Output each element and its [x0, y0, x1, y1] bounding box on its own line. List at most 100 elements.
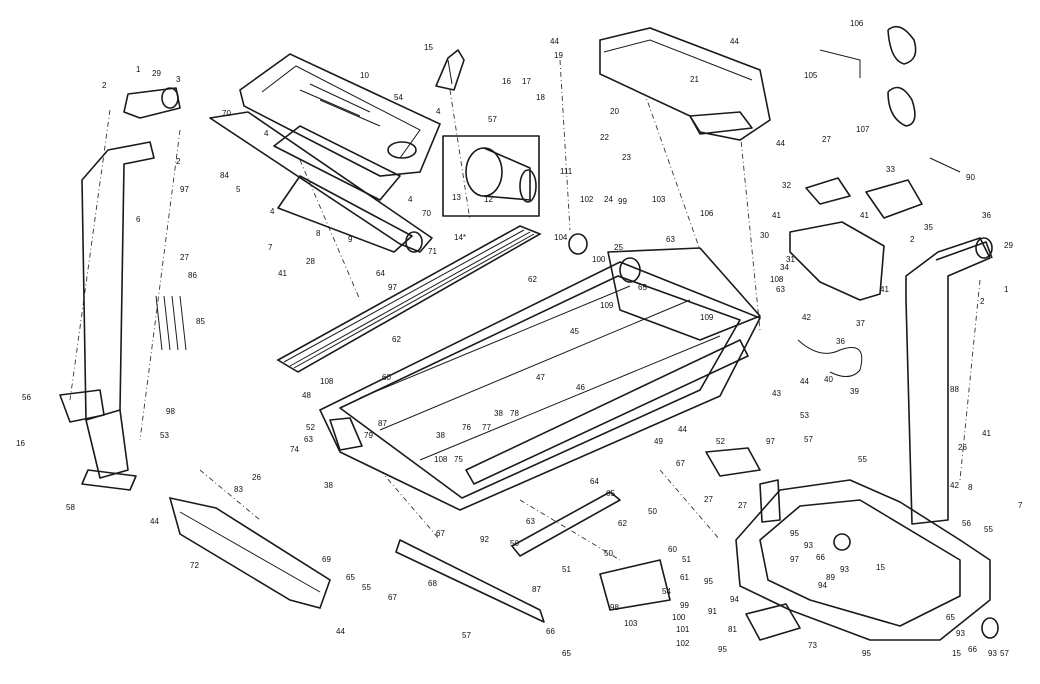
part-callout: 4	[264, 129, 269, 138]
part-callout: 54	[394, 93, 403, 102]
front-roller-box	[442, 135, 540, 217]
part-callout: 62	[618, 519, 627, 528]
part-callout: 27	[822, 135, 831, 144]
cords	[819, 25, 961, 173]
part-callout: 111	[560, 167, 573, 176]
electronics	[805, 177, 923, 219]
part-callout: 12	[484, 195, 493, 204]
console	[239, 53, 442, 177]
part-callout: 84	[220, 171, 229, 180]
left-handle-end	[123, 87, 181, 119]
controller-bracket	[789, 221, 885, 301]
part-callout: 49	[654, 437, 663, 446]
left-upright	[59, 141, 155, 491]
part-callout: 93	[804, 541, 813, 550]
part-callout: 15	[424, 43, 433, 52]
part-callout: 66	[968, 645, 977, 654]
part-callout: 58	[66, 503, 75, 512]
part-callout: 38	[494, 409, 503, 418]
part-callout: 71	[428, 247, 437, 256]
treadmill-deck	[318, 261, 762, 511]
part-callout: 109	[600, 301, 614, 310]
part-callout: 93	[840, 565, 849, 574]
part-callout: 55	[858, 455, 867, 464]
part-callout: 87	[532, 585, 541, 594]
part-callout: 74	[290, 445, 299, 454]
part-callout: 99	[680, 601, 689, 610]
console-base	[209, 111, 433, 253]
part-callout: 19	[554, 51, 563, 60]
part-callout: 52	[306, 423, 315, 432]
part-callout: 57	[462, 631, 471, 640]
part-callout: 62	[392, 335, 401, 344]
drive-belt	[435, 49, 465, 91]
part-callout: 2	[102, 81, 107, 90]
part-callout: 38	[436, 431, 445, 440]
part-callout: 16	[16, 439, 25, 448]
part-callout: 90	[966, 173, 975, 182]
part-callout: 57	[1000, 649, 1009, 658]
part-callout: 108	[320, 377, 334, 386]
part-callout: 3	[176, 75, 181, 84]
part-callout: 44	[150, 517, 159, 526]
part-callout: 26	[252, 473, 261, 482]
part-callout: 106	[850, 19, 864, 28]
part-callout: 10	[360, 71, 369, 80]
part-callout: 42	[950, 481, 959, 490]
part-callout: 106	[700, 209, 714, 218]
part-callout: 63	[304, 435, 313, 444]
part-callout: 41	[860, 211, 869, 220]
part-callout: 98	[166, 407, 175, 416]
part-callout: 99	[618, 197, 627, 206]
part-callout: 29	[1004, 241, 1013, 250]
part-callout: 8	[968, 483, 973, 492]
part-callout: 103	[624, 619, 638, 628]
part-callout: 97	[180, 185, 189, 194]
part-callout: 66	[816, 553, 825, 562]
part-callout: 51	[682, 555, 691, 564]
part-callout: 100	[592, 255, 606, 264]
part-callout: 41	[278, 269, 287, 278]
part-callout: 57	[804, 435, 813, 444]
part-callout: 61	[680, 573, 689, 582]
part-callout: 28	[306, 257, 315, 266]
part-callout: 30	[760, 231, 769, 240]
part-callout: 56	[962, 519, 971, 528]
part-callout: 22	[600, 133, 609, 142]
part-callout: 65	[562, 649, 571, 658]
motor-area	[568, 233, 761, 341]
part-callout: 67	[436, 529, 445, 538]
part-callout: 109	[700, 313, 714, 322]
part-callout: 1	[1004, 285, 1009, 294]
part-callout: 41	[880, 285, 889, 294]
part-callout: 89	[826, 573, 835, 582]
base-frame	[735, 479, 999, 641]
part-callout: 26	[958, 443, 967, 452]
part-callout: 16	[502, 77, 511, 86]
part-callout: 23	[622, 153, 631, 162]
front-cover	[168, 496, 331, 609]
part-callout: 108	[434, 455, 448, 464]
part-callout: 102	[676, 639, 690, 648]
part-callout: 47	[536, 373, 545, 382]
part-callout: 13	[452, 193, 461, 202]
part-callout: 70	[222, 109, 231, 118]
part-callout: 29	[152, 69, 161, 78]
part-callout: 75	[454, 455, 463, 464]
part-callout: 95	[862, 649, 871, 658]
part-callout: 27	[704, 495, 713, 504]
part-callout: 48	[302, 391, 311, 400]
part-callout: 39	[850, 387, 859, 396]
part-callout: 41	[772, 211, 781, 220]
part-callout: 98	[610, 603, 619, 612]
part-callout: 56	[22, 393, 31, 402]
side-rail	[276, 225, 542, 373]
part-callout: 46	[576, 383, 585, 392]
part-callout: 88	[950, 385, 959, 394]
part-callout: 83	[234, 485, 243, 494]
part-callout: 43	[772, 389, 781, 398]
part-callout: 37	[856, 319, 865, 328]
part-callout: 91	[708, 607, 717, 616]
part-callout: 108	[770, 275, 784, 284]
